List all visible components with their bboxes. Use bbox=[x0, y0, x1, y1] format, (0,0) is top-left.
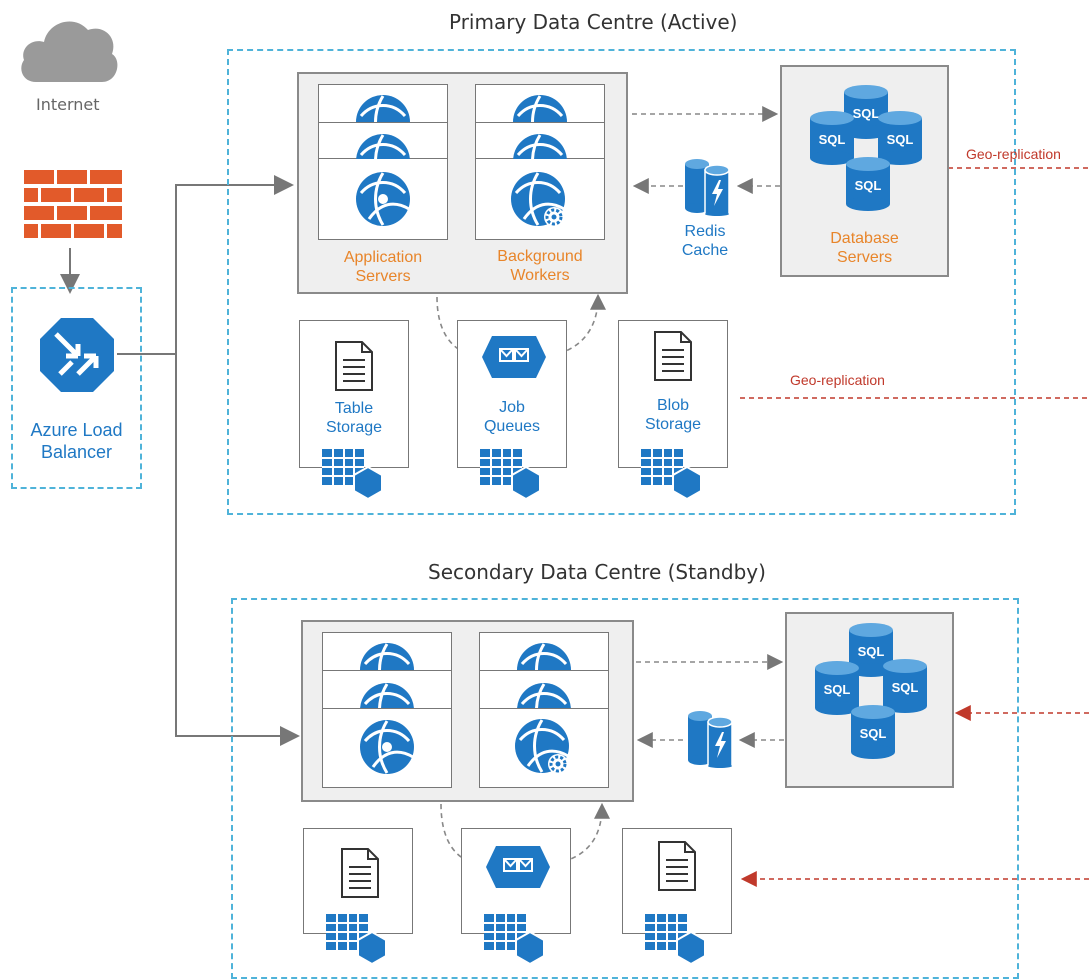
sec-sql-cluster: SQL SQL SQL SQL bbox=[813, 622, 933, 762]
internet-label: Internet bbox=[36, 95, 100, 114]
globe-icon bbox=[356, 95, 410, 122]
app-to-queue-arrow bbox=[436, 296, 478, 361]
document-icon bbox=[658, 841, 696, 891]
firewall-icon bbox=[22, 168, 124, 244]
globe-icon bbox=[517, 683, 571, 708]
secondary-title: Secondary Data Centre (Standby) bbox=[428, 560, 766, 584]
table-grid-icon bbox=[326, 914, 387, 966]
sql-database-icon: SQL bbox=[846, 157, 890, 211]
redis-cache-icon bbox=[685, 159, 730, 216]
table-grid-icon bbox=[480, 449, 541, 501]
queue-icon bbox=[482, 336, 546, 378]
document-icon bbox=[654, 331, 692, 381]
sec-app-to-queue-arrow bbox=[440, 803, 482, 870]
document-icon bbox=[335, 341, 373, 391]
globe-icon bbox=[513, 134, 567, 159]
cloud-icon bbox=[21, 21, 118, 82]
globe-gear-icon bbox=[515, 719, 569, 774]
primary-dc-box bbox=[227, 49, 1016, 515]
job-queues-box bbox=[457, 320, 567, 468]
sql-database-icon: SQL bbox=[810, 111, 854, 165]
load-balancer-label: Azure Load Balancer bbox=[30, 420, 123, 462]
globe-icon bbox=[360, 720, 414, 774]
queue-to-worker-arrow bbox=[549, 293, 606, 357]
secondary-dc-box bbox=[231, 598, 1019, 979]
svg-text:SQL: SQL bbox=[892, 680, 919, 695]
svg-text:SQL: SQL bbox=[824, 682, 851, 697]
app-servers-label: Application Servers bbox=[343, 249, 423, 285]
document-icon bbox=[341, 848, 379, 898]
svg-text:SQL: SQL bbox=[855, 178, 882, 193]
sql-cluster: SQL SQL SQL SQL bbox=[808, 84, 928, 218]
blob-storage-label: Blob Storage bbox=[644, 397, 702, 433]
job-queues-label: Job Queues bbox=[483, 399, 541, 435]
svg-text:SQL: SQL bbox=[858, 644, 885, 659]
geo-replication-db-label: Geo-replication bbox=[966, 146, 1061, 162]
lb-to-primary-arrow bbox=[117, 175, 294, 355]
svg-text:SQL: SQL bbox=[860, 726, 887, 741]
table-grid-icon bbox=[641, 449, 702, 501]
sql-database-icon: SQL bbox=[883, 659, 927, 713]
sql-database-icon: SQL bbox=[851, 705, 895, 759]
globe-icon bbox=[513, 95, 567, 122]
db-servers-label: Database Servers bbox=[830, 230, 899, 266]
sql-database-icon: SQL bbox=[815, 661, 859, 715]
globe-icon bbox=[360, 683, 414, 708]
queue-icon bbox=[486, 846, 550, 888]
globe-icon bbox=[360, 643, 414, 670]
globe-icon bbox=[356, 172, 410, 226]
redis-label: Redis Cache bbox=[681, 223, 729, 259]
table-grid-icon bbox=[322, 449, 383, 501]
table-grid-icon bbox=[645, 914, 706, 966]
svg-text:SQL: SQL bbox=[887, 132, 914, 147]
primary-title: Primary Data Centre (Active) bbox=[449, 10, 738, 34]
table-storage-label: Table Storage bbox=[325, 400, 383, 436]
load-balancer-icon bbox=[40, 318, 114, 392]
svg-text:SQL: SQL bbox=[853, 106, 880, 121]
globe-icon bbox=[517, 643, 571, 670]
globe-icon bbox=[356, 134, 410, 159]
sql-database-icon: SQL bbox=[878, 111, 922, 165]
globe-gear-icon bbox=[511, 172, 565, 227]
geo-replication-blob-label: Geo-replication bbox=[790, 372, 885, 388]
workers-label: Background Workers bbox=[497, 248, 583, 284]
redis-cache-icon bbox=[688, 711, 733, 768]
svg-text:SQL: SQL bbox=[819, 132, 846, 147]
load-balancer-box bbox=[11, 287, 142, 489]
table-grid-icon bbox=[484, 914, 545, 966]
lb-to-secondary-arrow bbox=[175, 354, 300, 746]
sql-database-icon: SQL bbox=[849, 623, 893, 677]
